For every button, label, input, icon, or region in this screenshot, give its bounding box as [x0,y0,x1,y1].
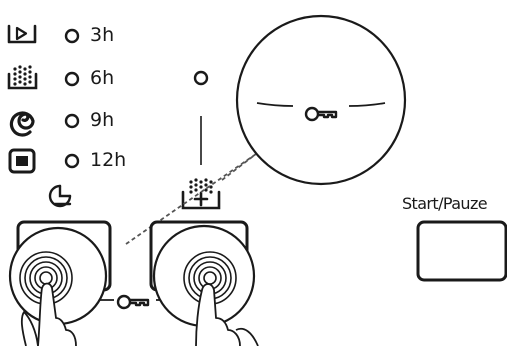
zoom-magnifier [237,16,405,184]
indicator-3h [66,30,78,42]
indicator-12h [66,155,78,167]
spiral-icon [11,113,33,135]
timer-indicators [66,30,207,167]
start-pause-button[interactable] [418,222,506,280]
programme-start-icon [9,26,35,42]
indicator-9h [66,115,78,127]
finger-press-left [10,228,106,346]
indicator-extra [195,72,207,84]
indicator-6h [66,73,78,85]
delay-timer-icon [50,186,70,206]
timer-label-9h: 9h [90,111,114,130]
timer-label-12h: 12h [90,151,126,170]
finger-press-right [154,226,258,346]
start-pause-label: Start/Pauze [402,196,487,212]
square-stop-icon [10,150,34,172]
timer-label-3h: 3h [90,26,114,45]
timer-label-6h: 6h [90,69,114,88]
dots-grid-icon [9,65,36,88]
